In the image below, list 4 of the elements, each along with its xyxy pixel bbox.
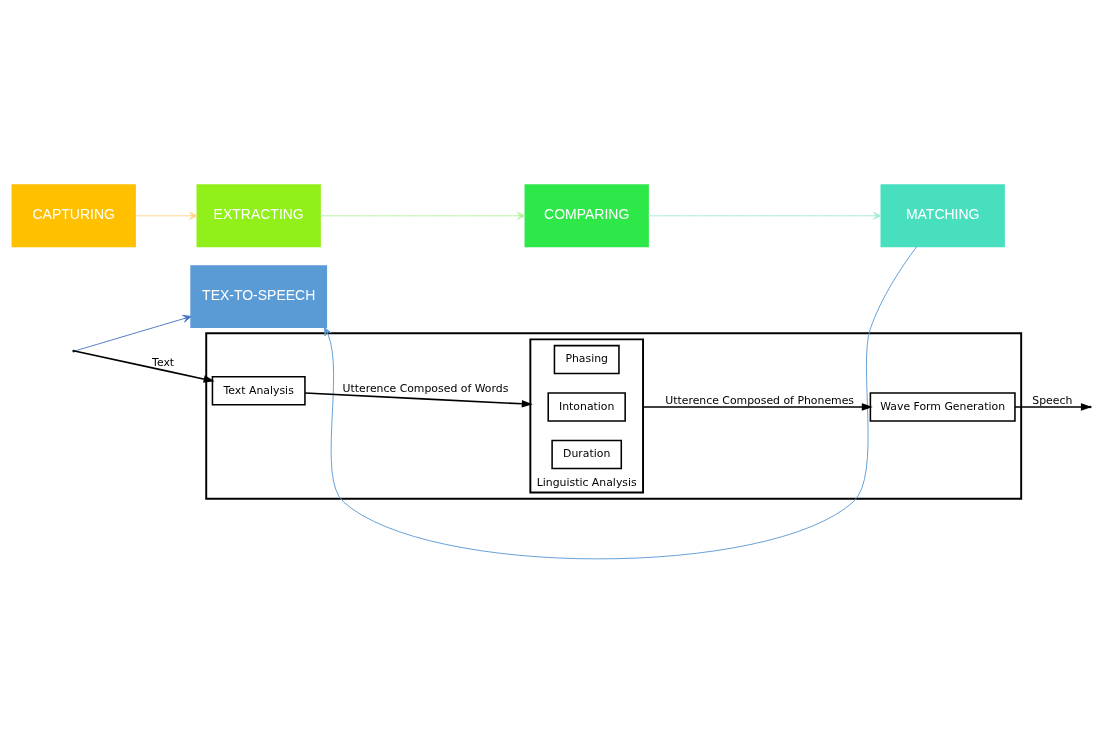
edge-label: Utterence Composed of Phonemes — [665, 394, 855, 408]
edge-label: Speech — [1032, 394, 1073, 408]
edge-label: Utterence Composed of Words — [342, 382, 509, 396]
edge-label: Text — [152, 355, 175, 369]
